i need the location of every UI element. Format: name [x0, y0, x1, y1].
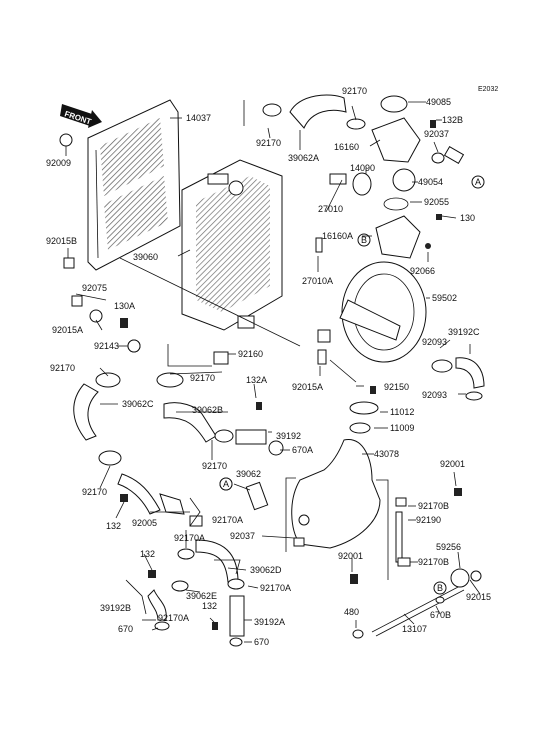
- part-label: 92066: [410, 266, 435, 276]
- part-label: 92037: [424, 129, 449, 139]
- part-label: 39192: [276, 431, 301, 441]
- part-label: 92170A: [212, 515, 243, 525]
- part-label: 39060: [133, 252, 158, 262]
- part-label: 11012: [390, 407, 414, 417]
- front-arrow-icon: FRONT: [60, 104, 102, 128]
- left-fittings: [59, 133, 245, 647]
- part-label: 92015A: [52, 325, 83, 335]
- part-label: 130: [460, 213, 475, 223]
- part-label: 27010A: [302, 276, 333, 286]
- part-label: 39062C: [122, 399, 154, 409]
- part-label: 92055: [424, 197, 449, 207]
- part-label: 92093: [422, 337, 447, 347]
- part-label: 132B: [442, 115, 463, 125]
- part-label: 670B: [430, 610, 451, 620]
- part-label: 39192C: [448, 327, 480, 337]
- part-label: 92170: [256, 138, 281, 148]
- part-label: 92075: [82, 283, 107, 293]
- reservoir-tank: [291, 386, 462, 584]
- ref-label: A: [475, 177, 481, 187]
- part-label: 39062B: [192, 405, 223, 415]
- ref-label: B: [437, 583, 443, 593]
- part-label: 92143: [94, 341, 119, 351]
- part-label: 92170: [190, 373, 215, 383]
- part-label: 13107: [402, 624, 427, 634]
- part-label: 39062D: [250, 565, 282, 575]
- part-label: 92093: [422, 390, 447, 400]
- part-label: 92037: [230, 531, 255, 541]
- part-label: 59256: [436, 542, 461, 552]
- part-label: 16160A: [322, 231, 353, 241]
- part-label: 132: [106, 521, 121, 531]
- part-label: 480: [344, 607, 359, 617]
- part-label: 92170: [82, 487, 107, 497]
- part-label: 92170A: [260, 583, 291, 593]
- part-label: 132: [140, 549, 155, 559]
- part-label: 92015A: [292, 382, 323, 392]
- part-label: 670: [118, 624, 133, 634]
- part-label: 39062E: [186, 591, 217, 601]
- radiator-screen: [87, 99, 181, 271]
- ref-label: B: [361, 235, 367, 245]
- part-label: 16160: [334, 142, 359, 152]
- top-hoses: [243, 94, 465, 259]
- part-label: 39192B: [100, 603, 131, 613]
- part-label: 92015: [466, 592, 491, 602]
- part-label: 49054: [418, 177, 443, 187]
- part-label: 92190: [416, 515, 441, 525]
- part-label: 92005: [132, 518, 157, 528]
- part-label: 92170: [202, 461, 227, 471]
- part-label: 132A: [246, 375, 267, 385]
- part-label: 130A: [114, 301, 135, 311]
- part-label: 14090: [350, 163, 375, 173]
- leader-lines: [65, 101, 481, 643]
- diagram-code: E2032: [478, 86, 498, 93]
- reference-markers: [127, 175, 485, 595]
- part-label: 49085: [426, 97, 451, 107]
- part-label: 39062: [236, 469, 261, 479]
- part-label: 92170: [50, 363, 75, 373]
- part-label: 92015B: [46, 236, 77, 246]
- ref-label: A: [223, 479, 229, 489]
- part-label: 92001: [440, 459, 465, 469]
- part-label: 27010: [318, 204, 343, 214]
- part-label: 92170A: [174, 533, 205, 543]
- part-label: 92160: [238, 349, 263, 359]
- part-label: 92150: [384, 382, 409, 392]
- part-label: 43078: [374, 449, 399, 459]
- part-label: 92170B: [418, 557, 449, 567]
- part-label: 92001: [338, 551, 363, 561]
- part-label: 14037: [186, 113, 211, 123]
- part-labels: 14037 92009 92015B 39060 92075 130A 9201…: [46, 86, 491, 647]
- part-label: 92170: [342, 86, 367, 96]
- part-label: 39062A: [288, 153, 319, 163]
- part-label: 132: [202, 601, 217, 611]
- part-label: 92009: [46, 158, 71, 168]
- pump-parts: [352, 357, 485, 639]
- part-label: 670A: [292, 445, 313, 455]
- part-label: 39192A: [254, 617, 285, 627]
- part-label: 670: [254, 637, 269, 647]
- part-label: 92170B: [418, 501, 449, 511]
- part-label: 59502: [432, 293, 457, 303]
- fan-assembly: [317, 261, 427, 383]
- radiator-core: [181, 159, 283, 331]
- part-label: 11009: [390, 423, 414, 433]
- part-label: 92170A: [158, 613, 189, 623]
